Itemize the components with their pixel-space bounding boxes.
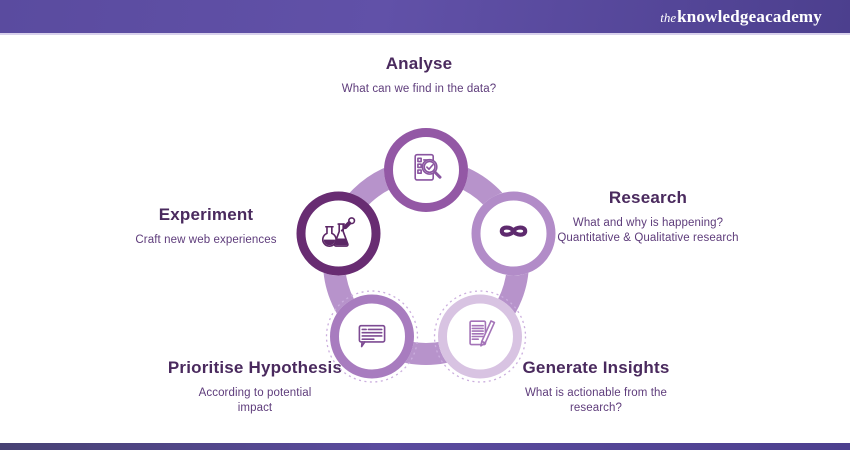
step-title: Analyse: [385, 54, 453, 73]
document-pencil-icon: [469, 320, 496, 347]
header-bar: theknowledgeacademy: [0, 0, 850, 35]
cycle-node-generate-insights: [438, 294, 522, 379]
step-title: Prioritise Hypothesis: [167, 358, 343, 377]
step-description: According to potential impact: [198, 387, 312, 414]
infinity-icon: [499, 225, 528, 237]
dashed-halo: [325, 290, 419, 383]
step-title: Research: [608, 188, 688, 207]
dashed-halo: [433, 290, 527, 383]
cycle-node-analyse: [384, 128, 468, 212]
step-title: Generate Insights: [522, 358, 670, 377]
step-description: What and why is happening? Quantitative …: [557, 217, 739, 244]
step-label-research: Research What and why is happening? Quan…: [543, 188, 753, 245]
step-description: What is actionable from the research?: [524, 387, 668, 414]
step-label-prioritise-hypothesis: Prioritise Hypothesis According to poten…: [135, 358, 375, 415]
logo-academy: academy: [756, 6, 822, 26]
flasks-dropper-icon: [321, 217, 356, 247]
step-description: Craft new web experiences: [135, 234, 277, 246]
logo-the: the: [660, 9, 677, 25]
footer-bar: [0, 443, 850, 450]
step-title: Experiment: [158, 205, 254, 224]
cycle-node-research: [471, 191, 556, 276]
speech-bubble-icon: [358, 324, 386, 348]
step-label-analyse: Analyse What can we find in the data?: [319, 54, 519, 97]
logo-knowledge: knowledge: [677, 6, 757, 26]
cycle-node-experiment: [296, 191, 381, 276]
step-label-experiment: Experiment Craft new web experiences: [96, 205, 316, 248]
cycle-diagram: [296, 128, 556, 383]
step-label-generate-insights: Generate Insights What is actionable fro…: [486, 358, 706, 415]
cycle-node-prioritise-hypothesis: [330, 294, 414, 379]
brand-logo: theknowledgeacademy: [660, 8, 822, 26]
checklist-magnifier-icon: [414, 153, 442, 181]
step-description: What can we find in the data?: [341, 83, 497, 95]
